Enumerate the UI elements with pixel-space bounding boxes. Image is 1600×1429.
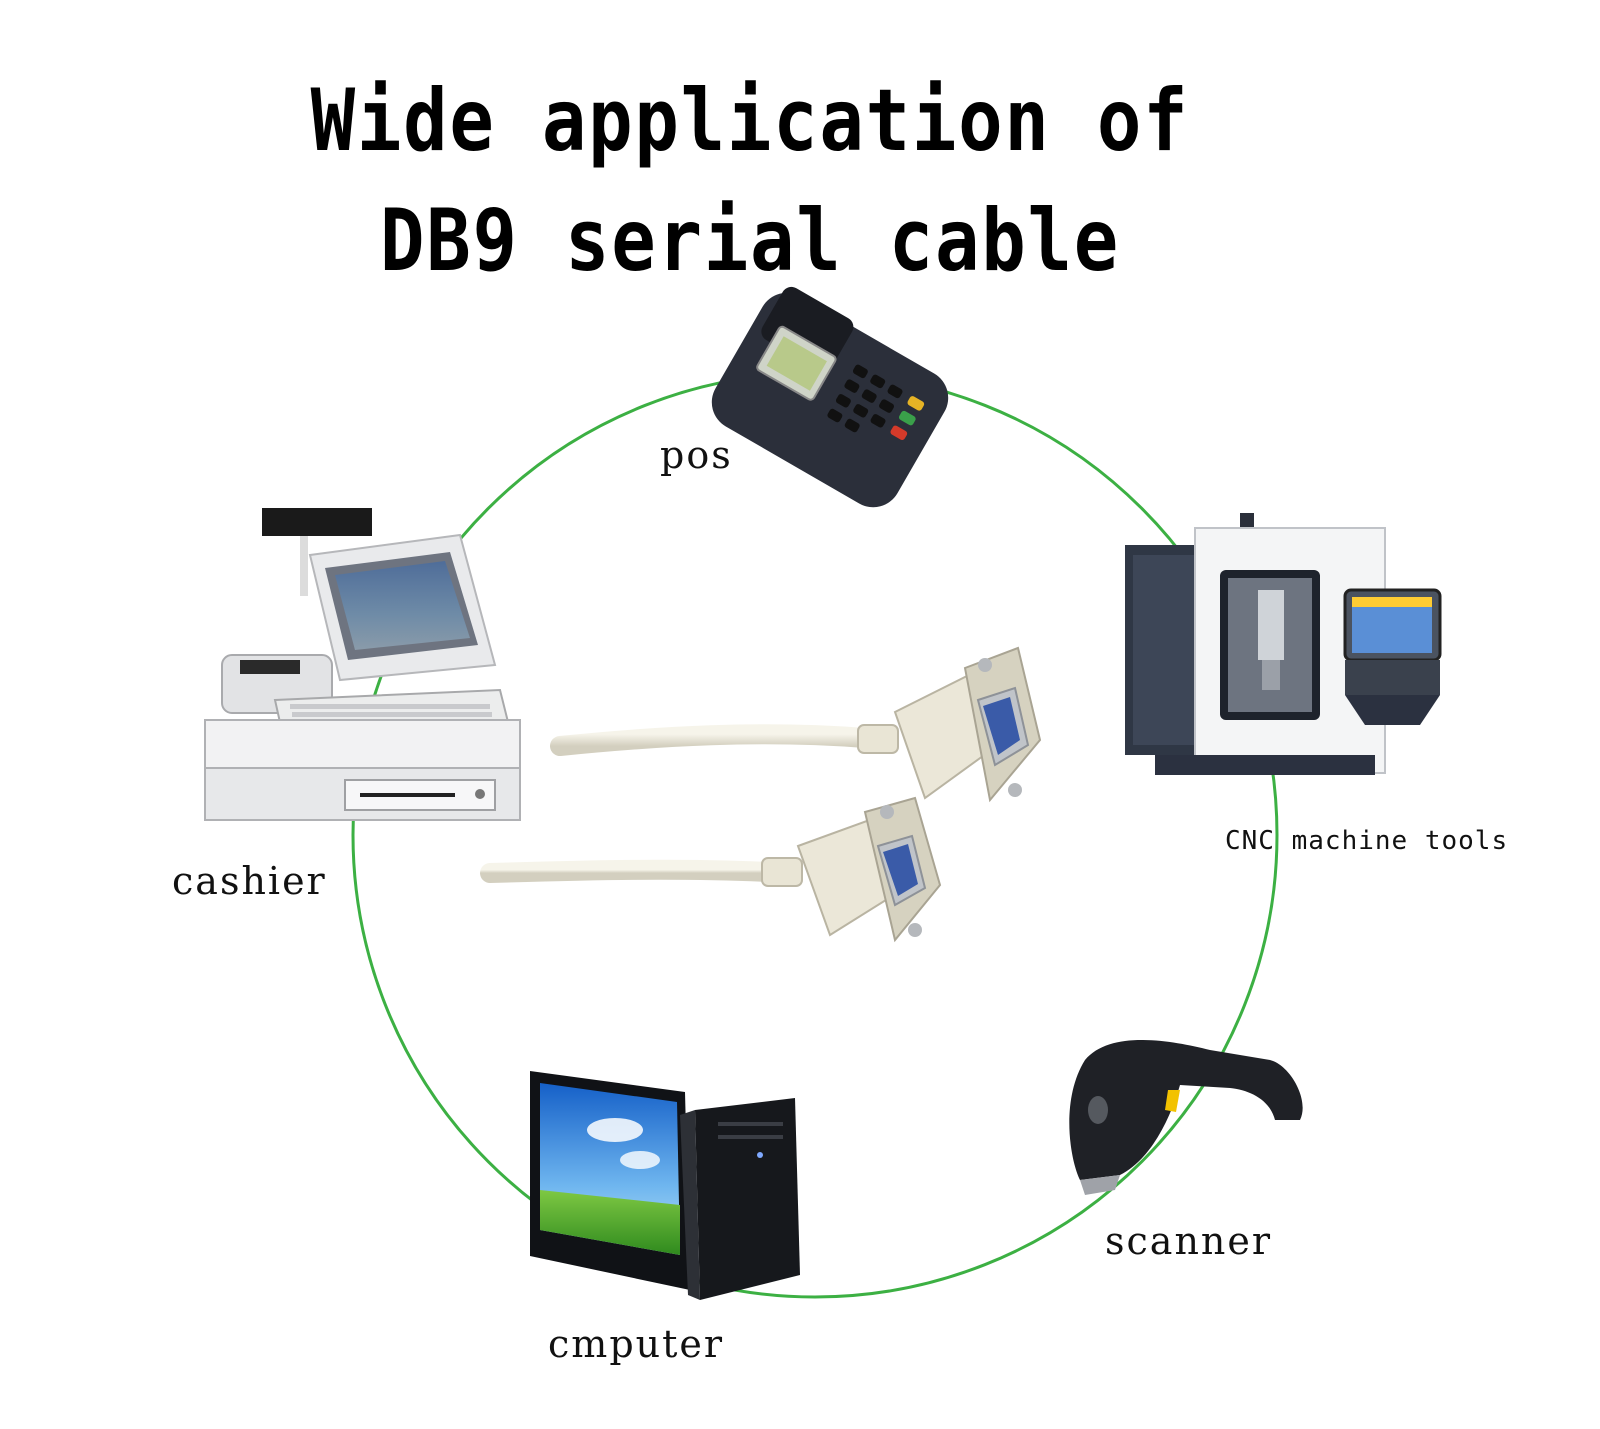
- title-line-1: Wide application of: [310, 71, 1190, 171]
- label-cashier: cashier: [172, 859, 327, 903]
- label-pos: pos: [660, 433, 733, 477]
- db9-cable-male: [550, 646, 1042, 803]
- cashier-register-icon: [204, 508, 521, 821]
- label-cnc: CNC machine tools: [1225, 826, 1509, 856]
- label-scanner: scanner: [1105, 1219, 1273, 1263]
- title-line-2: DB9 serial cable: [380, 191, 1120, 291]
- cnc-machine-icon: [1125, 513, 1442, 775]
- computer-icon: [530, 1071, 800, 1300]
- label-computer: cmputer: [548, 1322, 725, 1366]
- db9-cable-female: [480, 796, 942, 943]
- barcode-scanner-icon: [1069, 1040, 1303, 1195]
- pos-terminal-icon: [711, 286, 949, 508]
